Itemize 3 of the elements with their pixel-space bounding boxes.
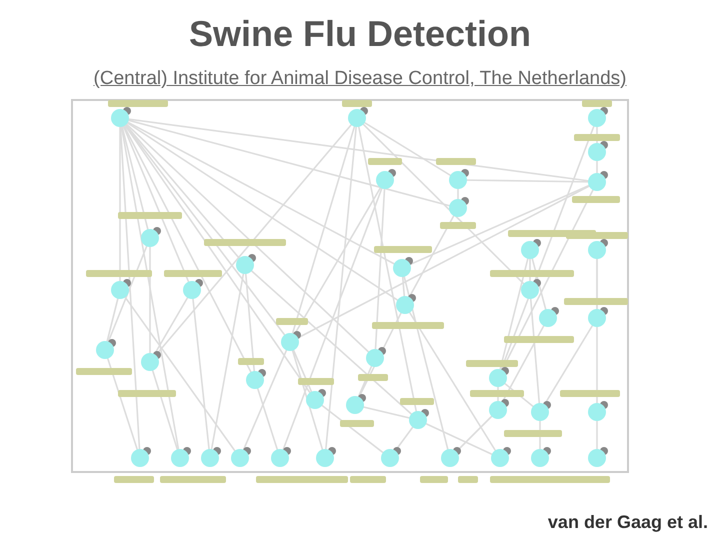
subtitle: (Central) Institute for Animal Disease Control, The Netherlands) — [92, 68, 628, 90]
author-credit: van der Gaag et al. — [548, 512, 708, 533]
title: Swine Flu Detection — [188, 12, 532, 56]
